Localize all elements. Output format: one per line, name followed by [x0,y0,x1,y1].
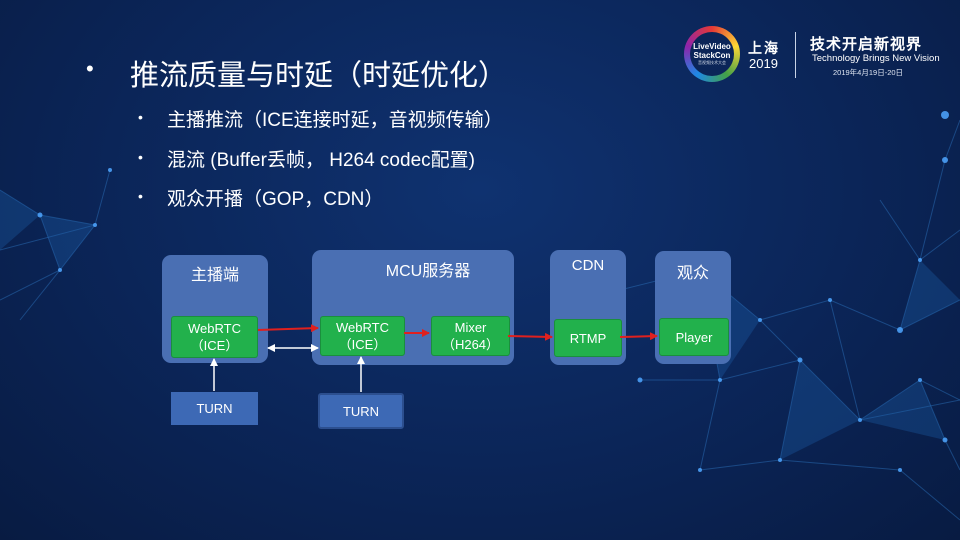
mixer-box: Mixer （H264） [431,316,510,356]
turn-box-left: TURN [171,392,258,425]
mcu-group-label: MCU服务器 [385,263,471,280]
bullet-dot-1: • [138,109,143,125]
player-label: Player [675,329,713,345]
bullet-dot-3: • [138,188,143,204]
mcu-webrtc-box: WebRTC （ICE） [320,316,405,356]
bullet-dot-2: • [138,149,143,165]
logo-subtitle: 音视频技术大会 [698,60,726,65]
header-slogan-en: Technology Brings New Vision [812,53,940,64]
header-year: 2019 [749,56,778,71]
mcu-ice-label: （ICE） [338,337,387,352]
header-slogan-cn: 技术开启新视界 [810,36,923,53]
logo-line1: LiveVideo [693,42,731,51]
bullet-1: 主播推流（ICE连接时延，音视频传输） [167,110,503,131]
rtmp-box: RTMP [554,319,622,357]
anchor-webrtc-label: WebRTC [188,321,241,336]
anchor-group-label: 主播端 [190,267,239,284]
conference-logo: LiveVideo StackCon 音视频技术大会 [684,26,740,82]
mixer-label: Mixer [454,320,487,335]
conference-logo-inner: LiveVideo StackCon 音视频技术大会 [690,32,734,76]
player-box: Player [659,318,729,356]
turn-right-label: TURN [342,403,380,419]
bullet-3: 观众开播（GOP，CDN） [167,189,384,210]
cdn-group-label: CDN [571,257,605,274]
anchor-ice-label: （ICE） [190,338,239,353]
header-divider [795,32,796,78]
bullet-2: 混流 (Buffer丢帧， H264 codec配置) [167,150,475,171]
logo-line2: StackCon [693,51,731,60]
mixer-h264-label: （H264） [441,337,500,352]
header-date: 2019年4月19日-20日 [833,68,904,77]
viewer-group-label: 观众 [676,265,709,282]
rtmp-label: RTMP [569,330,607,346]
turn-left-label: TURN [196,401,233,416]
anchor-webrtc-box: WebRTC （ICE） [171,316,258,358]
turn-box-right: TURN [318,393,404,429]
title-bullet-dot: • [86,56,94,81]
header-city: 上海 [748,40,780,56]
mcu-webrtc-label: WebRTC [336,320,389,335]
slide-title: 推流质量与时延（时延优化） [130,60,508,92]
